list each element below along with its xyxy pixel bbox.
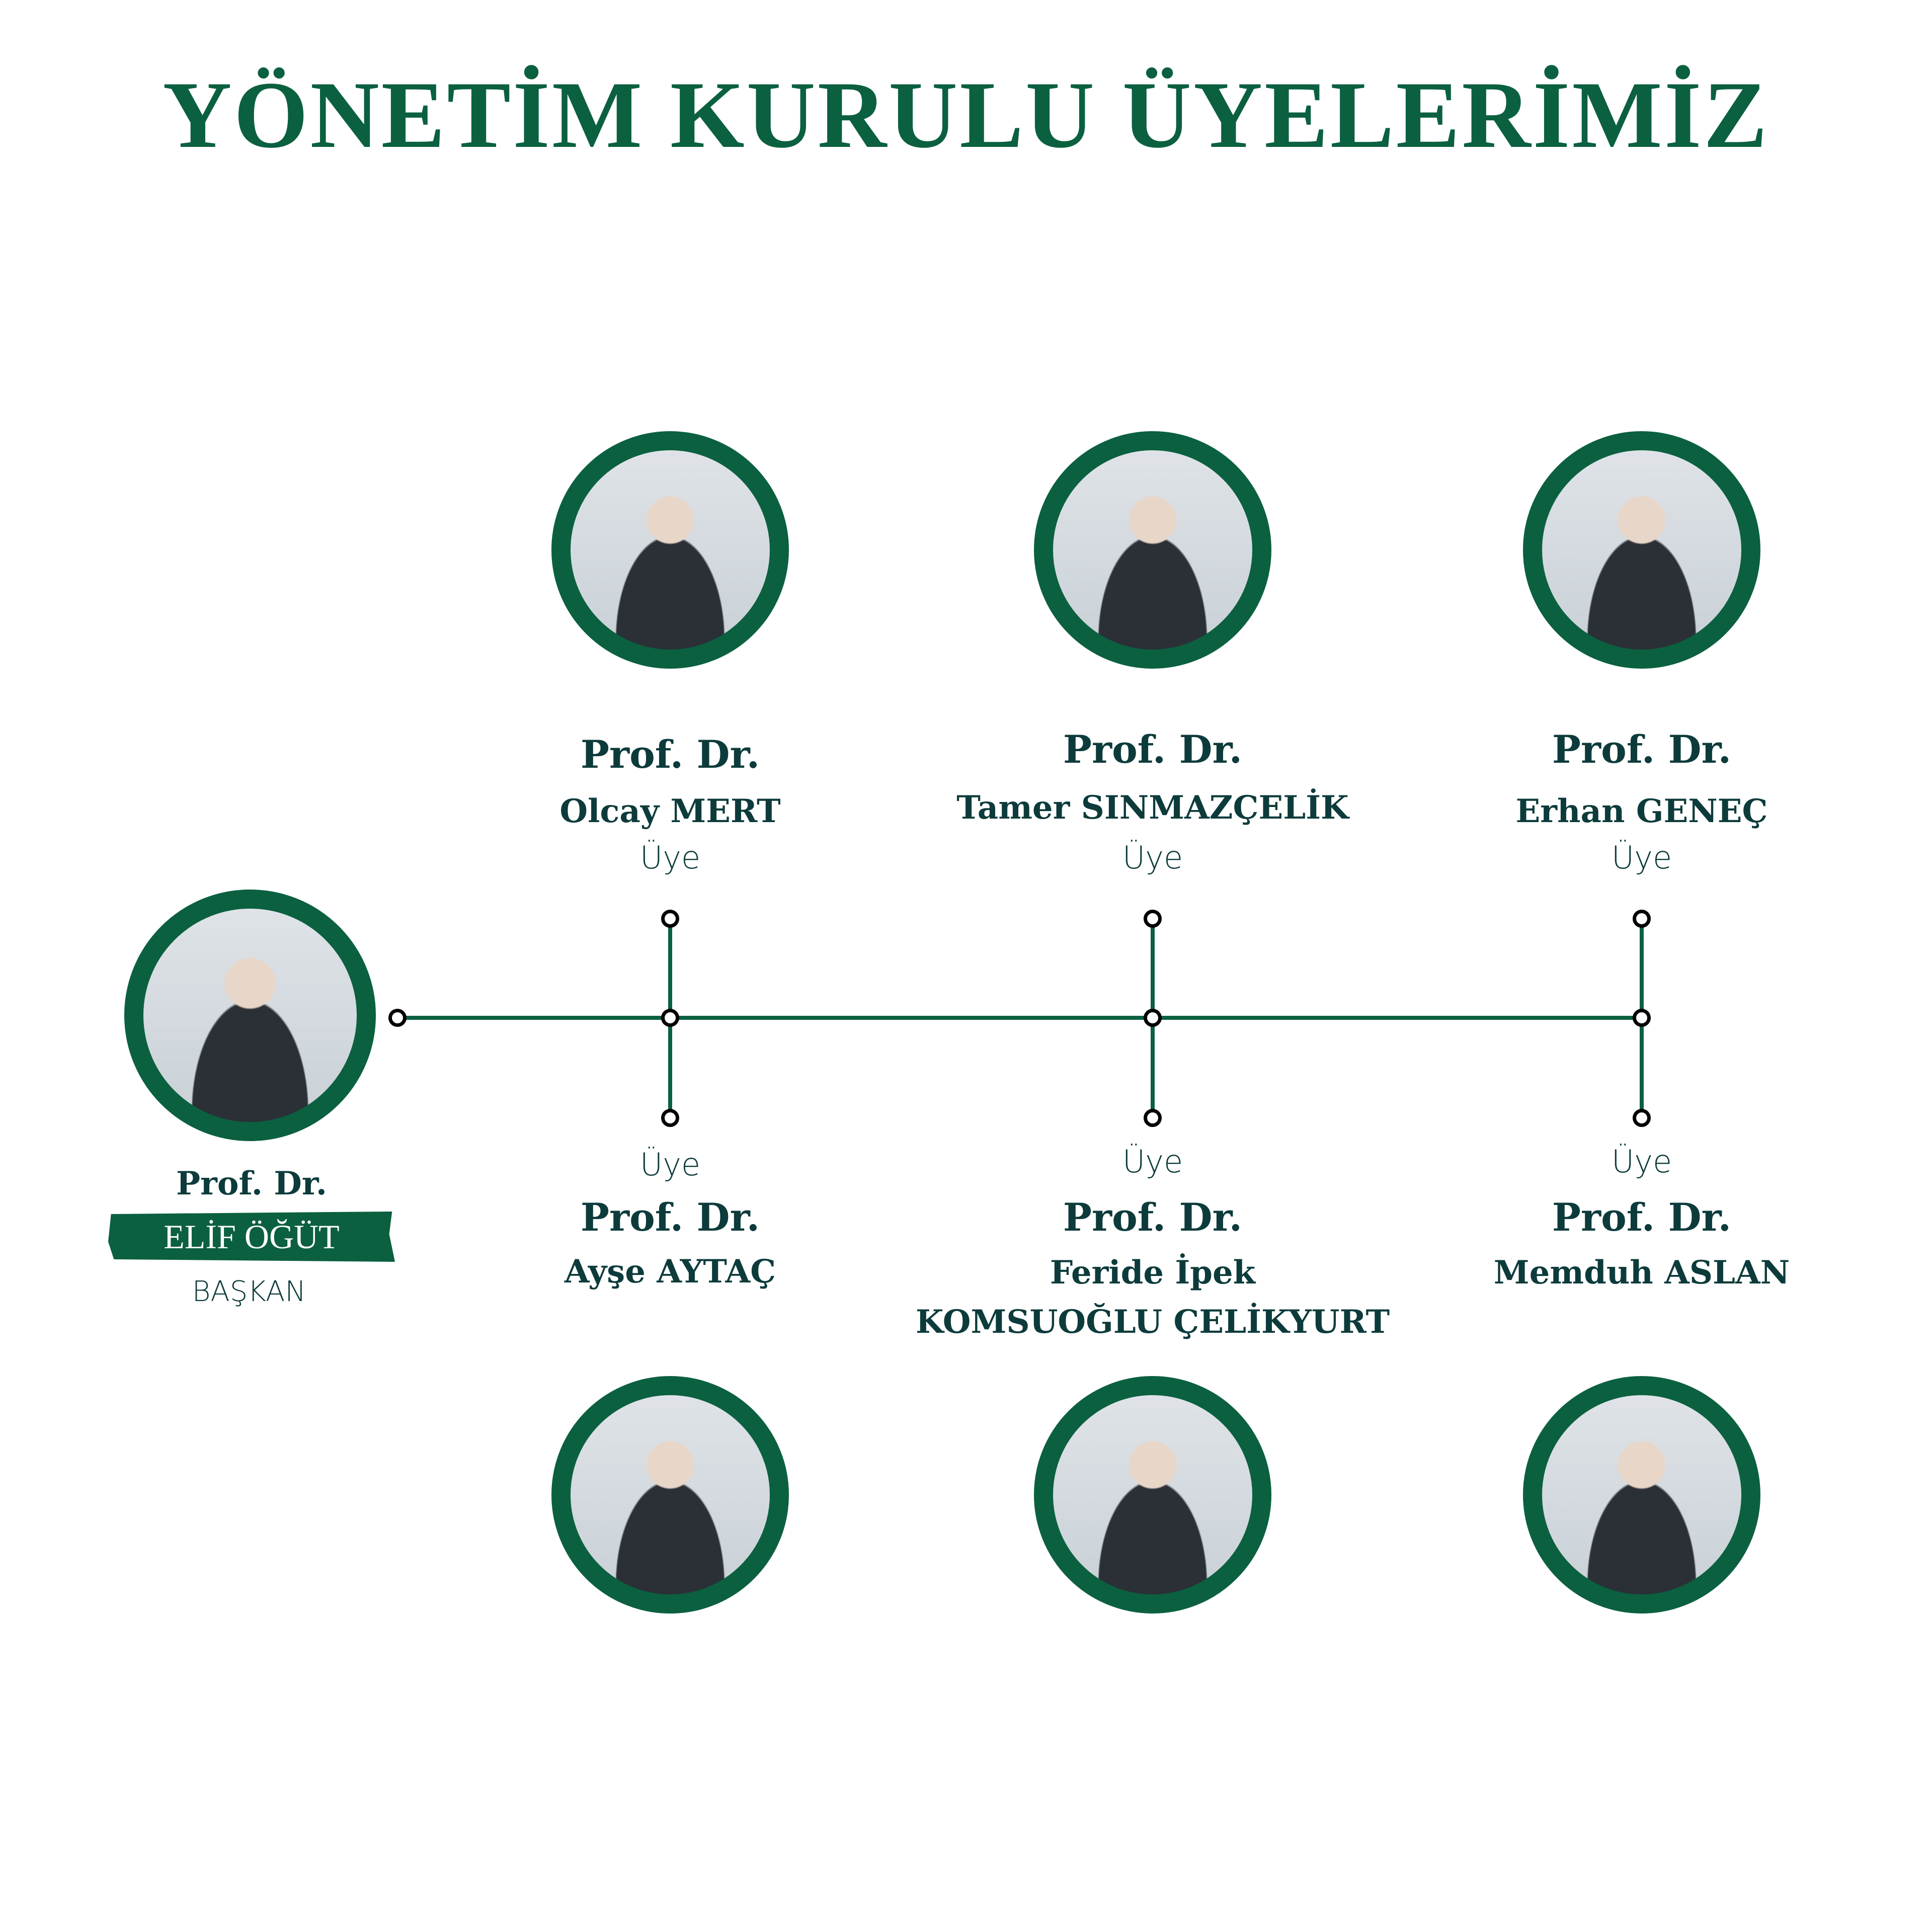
member-photo xyxy=(1523,431,1760,669)
timeline-node xyxy=(661,1109,679,1127)
member-title: Prof. Dr. xyxy=(580,1195,760,1240)
member-role: Üye xyxy=(639,839,701,876)
timeline-node xyxy=(1144,1109,1162,1127)
timeline-main xyxy=(397,1016,1642,1020)
timeline-node xyxy=(1144,1009,1162,1027)
member-role: Üye xyxy=(1122,839,1183,876)
chair-role: BAŞKAN xyxy=(192,1275,306,1308)
member-name: Ayşe AYTAÇ xyxy=(564,1253,776,1291)
member-title: Prof. Dr. xyxy=(1552,727,1732,772)
member-role: Üye xyxy=(1611,1143,1672,1180)
member-title: Prof. Dr. xyxy=(1063,727,1243,772)
member-role: Üye xyxy=(1611,839,1672,876)
timeline-node xyxy=(661,1009,679,1027)
member-photo xyxy=(551,1376,789,1614)
page-title: YÖNETİM KURULU ÜYELERİMİZ xyxy=(163,62,1769,168)
member-title: Prof. Dr. xyxy=(1552,1195,1732,1240)
timeline-node xyxy=(1633,1009,1651,1027)
member-photo xyxy=(551,431,789,669)
member-photo xyxy=(1034,431,1271,669)
member-title: Prof. Dr. xyxy=(1063,1195,1243,1240)
chair-name-banner: ELİF ÖĞÜT xyxy=(108,1212,395,1262)
timeline-node xyxy=(1633,1109,1651,1127)
timeline-node xyxy=(1144,910,1162,928)
member-name: Olcay MERT xyxy=(559,792,781,830)
timeline-node xyxy=(661,910,679,928)
member-role: Üye xyxy=(1122,1143,1183,1180)
member-name: Tamer SINMAZÇELİK xyxy=(956,789,1349,827)
member-name: Erhan GENEÇ xyxy=(1515,792,1768,830)
timeline-node xyxy=(388,1009,407,1027)
member-title: Prof. Dr. xyxy=(580,732,760,777)
member-photo xyxy=(1034,1376,1271,1614)
member-name: Feride İpek xyxy=(1050,1254,1256,1292)
timeline-node xyxy=(1633,910,1651,928)
member-name: Memduh ASLAN xyxy=(1493,1254,1790,1292)
chair-title: Prof. Dr. xyxy=(176,1165,327,1202)
member-photo xyxy=(1523,1376,1760,1614)
member-name-line2: KOMSUOĞLU ÇELİKYURT xyxy=(915,1303,1390,1341)
member-role: Üye xyxy=(639,1146,701,1183)
chair-photo xyxy=(124,890,376,1141)
